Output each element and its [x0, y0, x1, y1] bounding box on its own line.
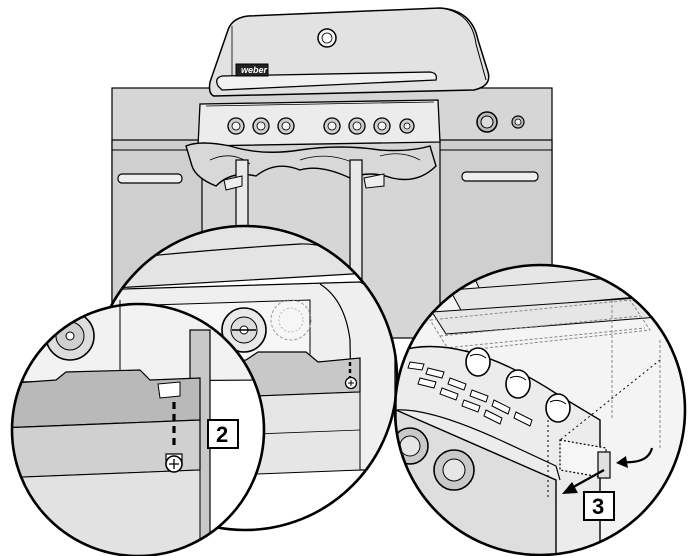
burner-port-icon	[465, 347, 491, 377]
control-panel	[197, 99, 441, 147]
step-label-3: 3	[583, 491, 615, 521]
mounting-bracket	[597, 451, 611, 479]
screw-icon	[344, 376, 358, 390]
step-number: 2	[216, 422, 228, 447]
burner-port-icon	[505, 369, 531, 399]
knob-ghost-outline	[270, 299, 312, 341]
step-number: 3	[592, 494, 604, 519]
lid-handle	[216, 71, 438, 91]
brand-logo	[235, 63, 269, 77]
right-cabinet-handle	[461, 171, 539, 182]
left-cabinet-handle	[117, 173, 183, 184]
detail-circle-right	[393, 263, 687, 556]
burner-port-icon	[545, 393, 571, 423]
brand-logo-text: weber	[241, 65, 268, 75]
step-label-2: 2	[207, 419, 239, 449]
screw-icon	[165, 453, 183, 473]
